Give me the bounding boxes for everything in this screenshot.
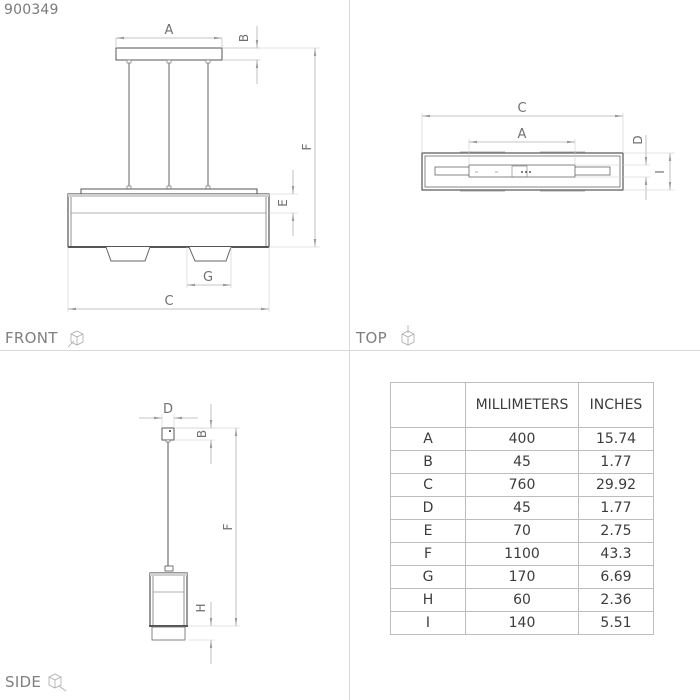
table-row: G 170 6.69 [390, 565, 654, 589]
dimension-mm: 45 [465, 496, 579, 520]
dimension-in: 5.51 [578, 611, 654, 635]
dimension-label: F [390, 542, 466, 566]
dim-label-c: C [164, 294, 173, 309]
dimension-mm: 140 [465, 611, 579, 635]
side-dim-label-b: B [195, 430, 209, 438]
dimension-label: A [390, 427, 466, 451]
dim-label-g: G [203, 270, 213, 285]
dimension-mm: 1100 [465, 542, 579, 566]
table-header-row: MILLIMETERS INCHES [390, 382, 654, 428]
dimension-mm: 400 [465, 427, 579, 451]
side-view-drawing: D B F H [139, 402, 240, 664]
dimension-label: D [390, 496, 466, 520]
dimension-mm: 70 [465, 519, 579, 543]
dimension-label: B [390, 450, 466, 474]
dimension-mm: 45 [465, 450, 579, 474]
dimension-mm: 760 [465, 473, 579, 497]
dimension-label: I [390, 611, 466, 635]
dimension-in: 1.77 [578, 496, 654, 520]
top-view-label: TOP [356, 329, 387, 347]
product-code: 900349 [4, 2, 59, 18]
cube-front-view-icon [67, 330, 84, 348]
dimension-in: 15.74 [578, 427, 654, 451]
front-view-drawing: A B F E G C [67, 23, 320, 312]
dimension-in: 43.3 [578, 542, 654, 566]
cube-side-view-icon [48, 673, 67, 692]
dimension-in: 2.75 [578, 519, 654, 543]
cube-top-view-icon [401, 325, 415, 346]
top-view-drawing: C A D I [421, 101, 675, 200]
dimension-in: 1.77 [578, 450, 654, 474]
dimension-label: E [390, 519, 466, 543]
side-dim-label-d: D [163, 402, 173, 417]
dimension-label: G [390, 565, 466, 589]
dim-label-b: B [237, 34, 251, 42]
dimension-label: C [390, 473, 466, 497]
dimension-label: H [390, 588, 466, 612]
dimension-in: 6.69 [578, 565, 654, 589]
table-row: A 400 15.74 [390, 427, 654, 451]
table-row: B 45 1.77 [390, 450, 654, 474]
dim-label-f: F [300, 143, 314, 150]
side-view-label: SIDE [5, 673, 42, 691]
top-dim-label-a: A [518, 127, 527, 142]
dim-label-e: E [276, 199, 290, 207]
top-dim-label-i: I [653, 170, 667, 174]
top-dim-label-c: C [517, 101, 526, 116]
table-row: H 60 2.36 [390, 588, 654, 612]
table-header-millimeters: MILLIMETERS [465, 382, 579, 428]
top-dim-label-d: D [631, 135, 645, 144]
dimension-mm: 170 [465, 565, 579, 589]
table-header-inches: INCHES [578, 382, 654, 428]
table-row: I 140 5.51 [390, 611, 654, 635]
dimension-in: 29.92 [578, 473, 654, 497]
dimensions-table: MILLIMETERS INCHES A 400 15.74 B 45 1.77… [390, 382, 654, 635]
table-row: F 1100 43.3 [390, 542, 654, 566]
side-dim-label-f: F [221, 523, 235, 530]
table-header-blank [390, 382, 466, 428]
dimension-in: 2.36 [578, 588, 654, 612]
dim-label-a: A [165, 23, 174, 38]
table-row: C 760 29.92 [390, 473, 654, 497]
table-row: E 70 2.75 [390, 519, 654, 543]
side-dim-label-h: H [194, 603, 208, 612]
front-view-label: FRONT [5, 329, 58, 347]
table-row: D 45 1.77 [390, 496, 654, 520]
dimension-mm: 60 [465, 588, 579, 612]
quadrant-divider-horizontal [0, 350, 700, 351]
